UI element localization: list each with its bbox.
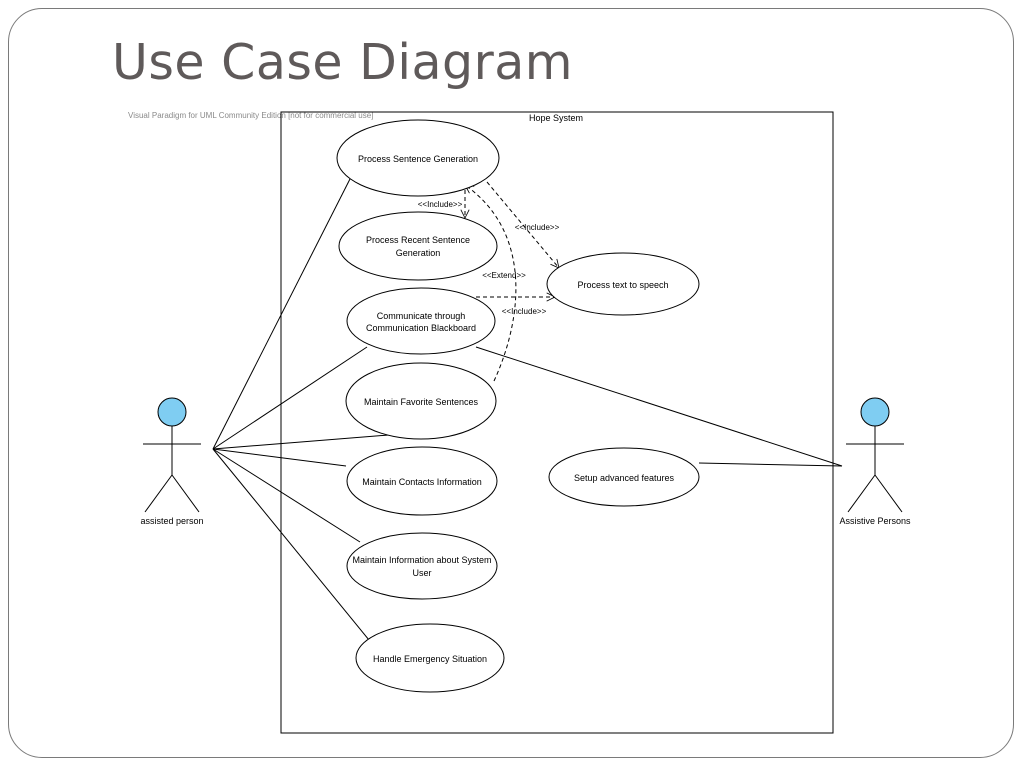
include-tts-psg-line: [486, 181, 559, 268]
actor-assisted-person[interactable]: [143, 397, 201, 513]
assoc-cb-assistive: [475, 346, 843, 467]
label-include-tts-cb: <<Include>>: [502, 307, 547, 316]
svg-text:Process Recent Sentence: Process Recent Sentence: [366, 235, 470, 245]
use-case-maintain-system-user[interactable]: Maintain Information about System User: [346, 532, 498, 600]
uc-prsg-line1: Process Recent Sentence: [366, 235, 470, 245]
actor-assistive-label: Assistive Persons: [839, 516, 911, 526]
use-case-setup-advanced-features[interactable]: Setup advanced features: [548, 447, 700, 507]
use-case-process-sentence-generation[interactable]: Process Sentence Generation: [336, 119, 500, 197]
uc-tts-line1: Process text to speech: [577, 280, 668, 290]
assoc-fav: [212, 434, 390, 450]
svg-text:Communicate through: Communicate through: [377, 311, 466, 321]
assistive-associations: [475, 346, 843, 467]
actor-assistive-persons[interactable]: [846, 397, 904, 513]
svg-text:Maintain Information about Sys: Maintain Information about System: [352, 555, 491, 565]
svg-text:Process Sentence Generation: Process Sentence Generation: [358, 154, 478, 164]
uc-cb-line2: Communication Blackboard: [366, 323, 476, 333]
uc-sysuser-line2: User: [412, 568, 431, 578]
svg-text:Maintain Favorite Sentences: Maintain Favorite Sentences: [364, 397, 479, 407]
svg-text:User: User: [412, 568, 431, 578]
uc-emergency-line1: Handle Emergency Situation: [373, 654, 487, 664]
uc-cb-line1: Communicate through: [377, 311, 466, 321]
assoc-contacts: [212, 448, 347, 467]
actor-assisted-head: [157, 397, 187, 427]
uc-contacts-line1: Maintain Contacts Information: [362, 477, 482, 487]
use-case-process-recent-sentence-generation[interactable]: Process Recent Sentence Generation: [338, 211, 498, 281]
actor-assisted-label: assisted person: [140, 516, 203, 526]
extend-favorite-line: [465, 185, 517, 382]
assoc-sysuser: [212, 448, 361, 543]
use-case-process-text-to-speech[interactable]: Process text to speech: [546, 252, 700, 316]
svg-text:Generation: Generation: [396, 248, 441, 258]
label-extend-favorite: <<Extend>>: [482, 271, 526, 280]
svg-text:Communication Blackboard: Communication Blackboard: [366, 323, 476, 333]
svg-text:Maintain Contacts Information: Maintain Contacts Information: [362, 477, 482, 487]
label-include-tts-psg: <<Include>>: [515, 223, 560, 232]
use-case-maintain-favorite-sentences[interactable]: Maintain Favorite Sentences: [345, 362, 497, 440]
slide-title: Use Case Diagram: [112, 34, 573, 91]
use-case-communicate-blackboard[interactable]: Communicate through Communication Blackb…: [346, 287, 496, 355]
assoc-emergency: [212, 448, 370, 641]
svg-text:Setup advanced features: Setup advanced features: [574, 473, 675, 483]
uc-psg-line1: Process Sentence Generation: [358, 154, 478, 164]
uc-fav-line1: Maintain Favorite Sentences: [364, 397, 479, 407]
system-boundary: [280, 111, 834, 734]
uc-prsg-line2: Generation: [396, 248, 441, 258]
use-case-handle-emergency[interactable]: Handle Emergency Situation: [355, 623, 505, 693]
system-name: Hope System: [529, 113, 583, 123]
svg-text:Handle Emergency Situation: Handle Emergency Situation: [373, 654, 487, 664]
svg-text:Process text to speech: Process text to speech: [577, 280, 668, 290]
assisted-associations: [212, 176, 390, 641]
dependencies: [465, 181, 559, 382]
label-include-recent: <<Include>>: [418, 200, 463, 209]
uc-setup-line1: Setup advanced features: [574, 473, 675, 483]
uc-sysuser-line1: Maintain Information about System: [352, 555, 491, 565]
actor-assistive-head: [860, 397, 890, 427]
assoc-setup-assistive: [698, 462, 843, 467]
assoc-psg: [212, 176, 352, 450]
watermark: Visual Paradigm for UML Community Editio…: [128, 111, 374, 120]
use-case-maintain-contacts[interactable]: Maintain Contacts Information: [346, 446, 498, 516]
assoc-cb: [212, 346, 368, 450]
slide-frame: [8, 8, 1014, 758]
